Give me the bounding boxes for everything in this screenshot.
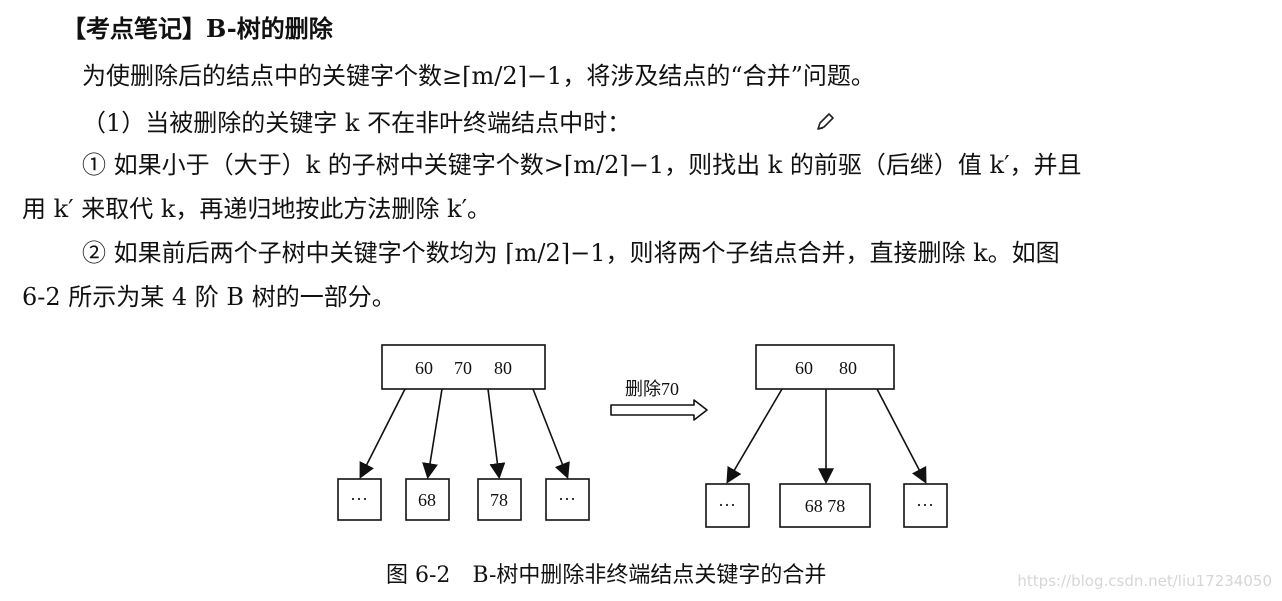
figure-caption: 图 6-2 B-树中删除非终端结点关键字的合并	[386, 563, 827, 588]
right-root-key: 60	[795, 358, 813, 378]
heading-bracket: 【考点笔记】	[62, 14, 206, 43]
left-child-label: 68	[418, 490, 436, 510]
left-edge	[422, 388, 443, 480]
left-root-key: 70	[454, 358, 472, 378]
paragraph-2: （1）当被删除的关键字 k 不在非叶终端结点中时：	[82, 109, 632, 137]
paragraph-3-line-1: ① 如果小于（大于）k 的子树中关键字个数>⌈m/2⌉−1，则找出 k 的前驱（…	[82, 151, 1082, 179]
merge-arrow	[610, 399, 708, 421]
left-root-key: 80	[494, 358, 512, 378]
left-edge	[359, 388, 406, 479]
paragraph-4-line-1: ② 如果前后两个子树中关键字个数均为 ⌈m/2⌉−1，则将两个子结点合并，直接删…	[82, 239, 1060, 267]
right-child-node	[705, 483, 750, 528]
left-root-node	[381, 344, 546, 390]
heading: 【考点笔记】B-树的删除	[62, 14, 333, 44]
delete-arrow-label: 删除70	[625, 379, 679, 399]
paragraph-4-line-2: 6-2 所示为某 4 阶 B 树的一部分。	[22, 283, 396, 311]
left-child-node	[545, 478, 590, 521]
left-root-key: 60	[415, 358, 433, 378]
paragraph-1: 为使删除后的结点中的关键字个数≥⌈m/2⌉−1，将涉及结点的“合并”问题。	[82, 62, 875, 90]
left-edge	[532, 388, 570, 479]
left-child-label: ···	[350, 489, 368, 509]
right-edge	[726, 388, 783, 484]
left-child-label: ···	[558, 489, 576, 509]
paragraph-3-line-2: 用 k′ 来取代 k，再递归地按此方法删除 k′。	[22, 195, 492, 223]
right-child-node	[903, 483, 948, 528]
right-edge	[876, 388, 927, 484]
right-child-label: 68 78	[805, 496, 846, 516]
right-child-label: ···	[718, 495, 736, 515]
pencil-icon[interactable]	[814, 111, 836, 133]
right-root-node	[755, 344, 895, 390]
right-child-label: ···	[916, 495, 934, 515]
left-child-label: 78	[490, 490, 508, 510]
left-child-node	[405, 478, 450, 521]
left-child-node	[477, 478, 522, 521]
right-child-node	[779, 483, 871, 528]
left-edge	[487, 388, 506, 480]
right-root-key: 80	[839, 358, 857, 378]
left-child-node	[337, 478, 382, 521]
watermark-url: https://blog.csdn.net/liu17234050	[1017, 572, 1272, 590]
heading-title: B-树的删除	[206, 14, 333, 43]
